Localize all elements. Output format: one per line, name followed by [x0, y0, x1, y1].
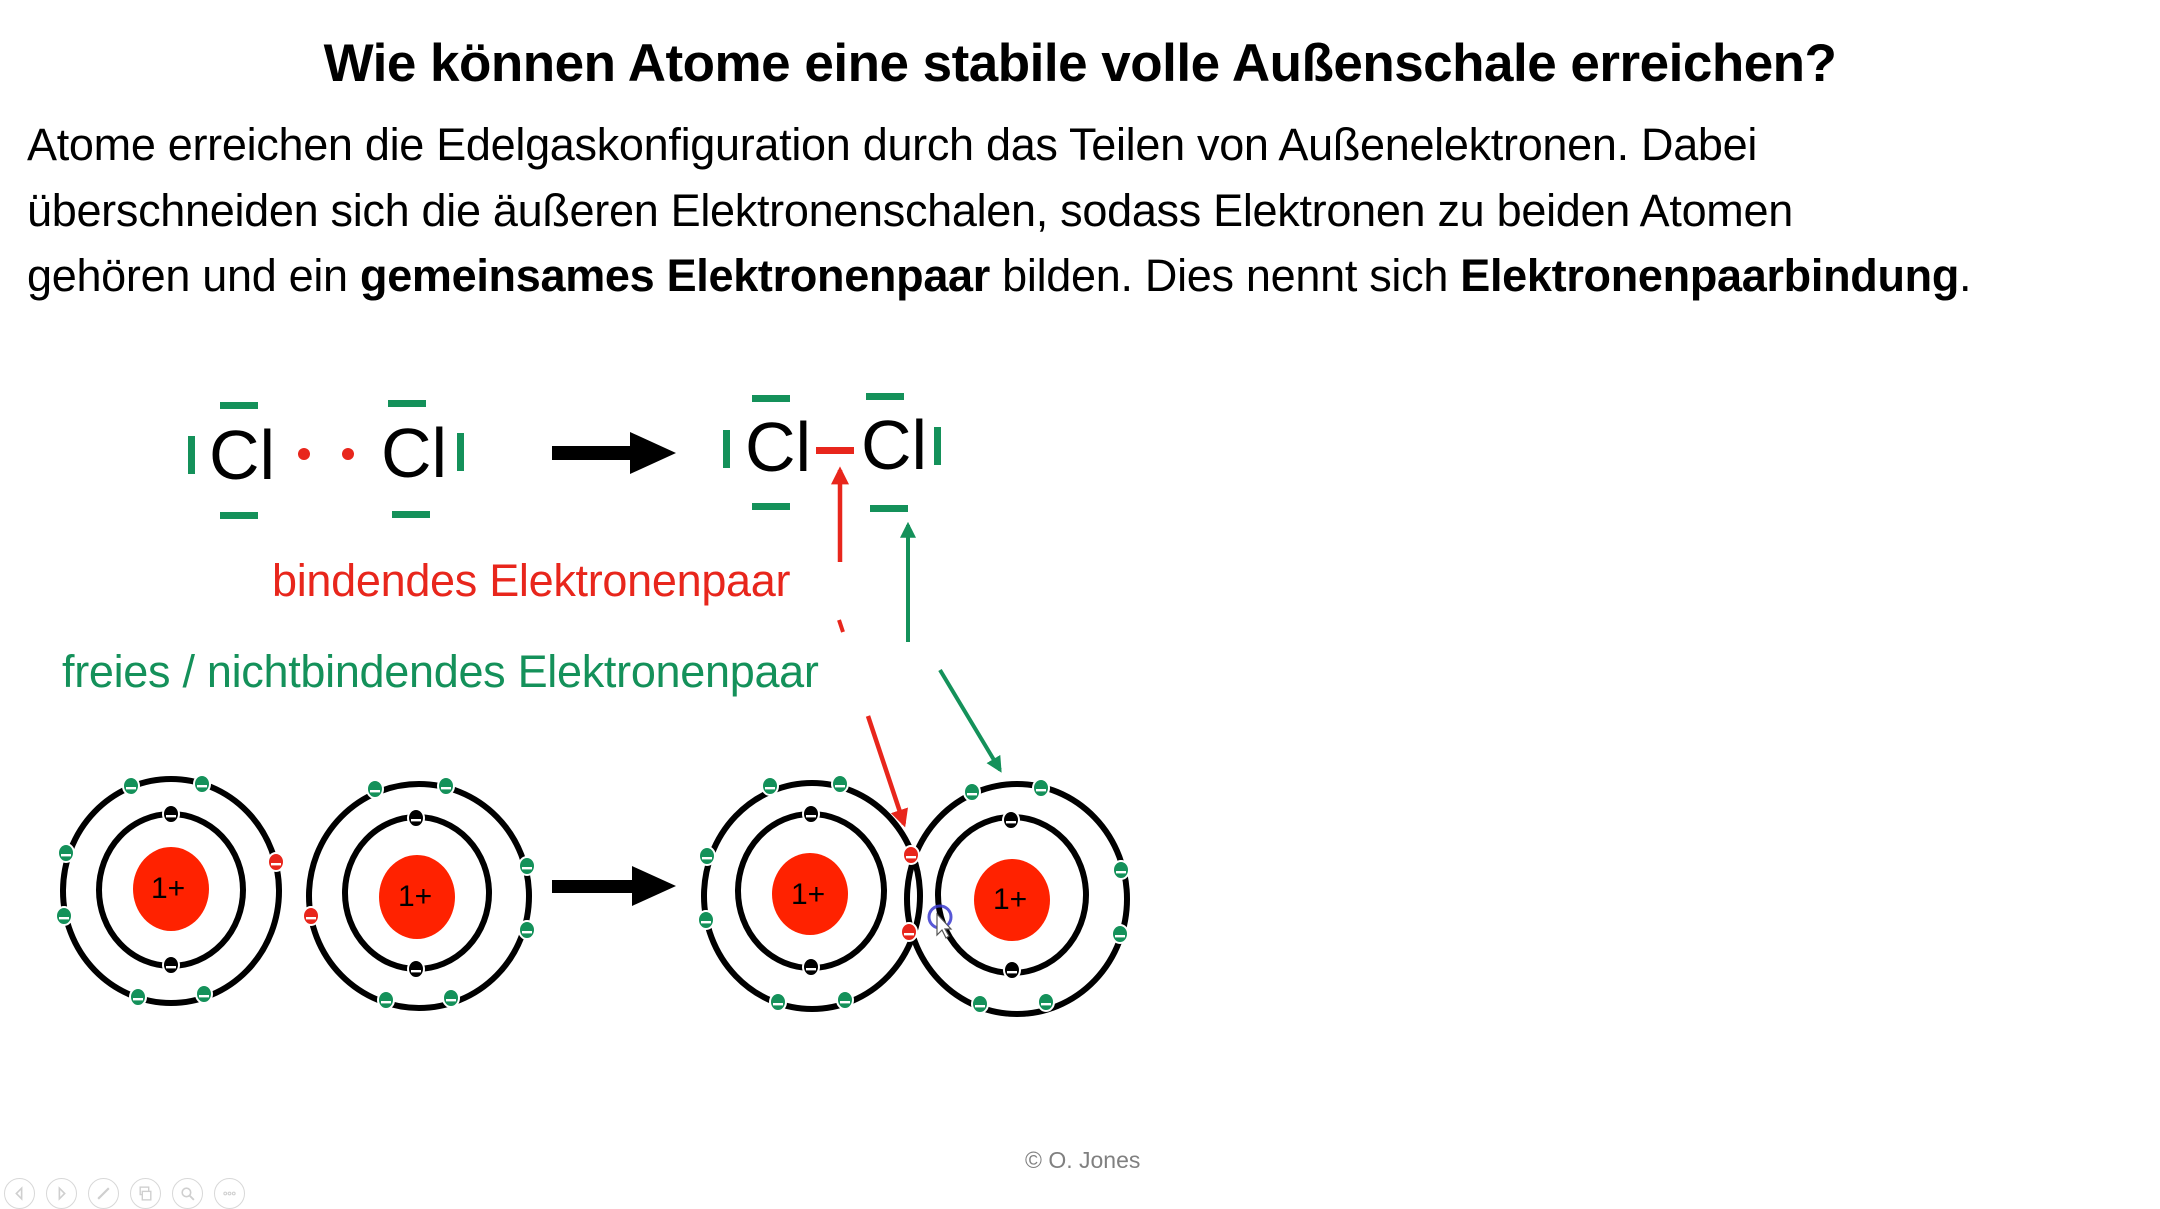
shared-molecule-electrons	[697, 774, 1130, 1014]
nucleus-charge: 1+	[993, 883, 1028, 916]
shared-electron	[902, 845, 920, 865]
slides-icon	[139, 1186, 152, 1201]
nucleus-charge: 1+	[791, 878, 826, 911]
nucleus	[772, 853, 848, 935]
lone-pair-dash	[392, 511, 430, 518]
lone-pair-dash	[723, 430, 730, 468]
lone-pair-arrow-down	[938, 668, 1002, 773]
body-line-3: gehören und ein gemeinsames Elektronenpa…	[27, 248, 1972, 304]
body-text: bilden. Dies nennt sich	[989, 250, 1461, 301]
chlorine-symbol: Cl	[381, 414, 448, 492]
atom-model-4	[904, 781, 1130, 1017]
lone-pair-dash	[220, 402, 258, 409]
magnifier-icon	[181, 1187, 195, 1201]
triangle-left-icon	[15, 1186, 23, 1201]
nucleus-charge: 1+	[151, 872, 186, 905]
triangle-right-icon	[58, 1186, 66, 1201]
lone-pair-dash	[934, 427, 941, 465]
lone-pair-dash	[388, 400, 426, 407]
atom-model-3	[701, 780, 923, 1012]
nucleus-charge: 1+	[398, 880, 433, 913]
single-electron-dot	[298, 448, 310, 460]
previous-slide-button[interactable]	[4, 1178, 35, 1209]
chlorine-symbol: Cl	[861, 406, 928, 484]
body-text: .	[1959, 250, 1972, 301]
lone-pair-dash	[870, 505, 908, 512]
lone-pair-dash	[752, 395, 790, 402]
lone-pair-dash	[752, 503, 790, 510]
shared-electron	[900, 922, 918, 942]
bonding-pair-arrow-down	[865, 715, 908, 828]
lewis-cl-atoms-separate	[188, 400, 464, 519]
pen-tool-button[interactable]	[88, 1178, 119, 1209]
see-all-slides-button[interactable]	[130, 1178, 161, 1209]
nucleus	[379, 855, 455, 939]
slideshow-toolbar	[4, 1178, 245, 1209]
more-options-button[interactable]	[214, 1178, 245, 1209]
nucleus	[133, 847, 209, 931]
nucleus	[974, 859, 1050, 941]
lewis-cl2-molecule	[723, 393, 941, 512]
reaction-arrow-icon	[552, 432, 676, 474]
atom-model-1	[55, 774, 285, 1007]
chlorine-symbol: Cl	[209, 416, 276, 494]
body-line-2: überschneiden sich die äußeren Elektrone…	[27, 185, 1793, 236]
body-line-1: Atome erreichen die Edelgaskonfiguration…	[27, 119, 1758, 170]
lone-pair-dash	[188, 436, 195, 474]
atom-model-2	[302, 776, 536, 1011]
copyright-notice: © O. Jones	[1025, 1147, 1141, 1173]
bonding-pair-label: bindendes Elektronenpaar	[272, 555, 791, 606]
lone-pair-dash	[220, 512, 258, 519]
term-shared-pair: gemeinsames Elektronenpaar	[360, 250, 990, 301]
term-covalent-bond: Elektronenpaarbindung	[1460, 250, 1960, 301]
lone-pair-dash	[457, 433, 464, 471]
lone-pair-label: freies / nichtbindendes Elektronenpaar	[62, 646, 819, 697]
mouse-cursor-icon	[927, 904, 953, 939]
lone-pair-dash	[866, 393, 904, 400]
ellipsis-icon	[223, 1191, 236, 1196]
slide-title: Wie können Atome eine stabile volle Auße…	[323, 34, 1837, 93]
pen-icon	[97, 1187, 110, 1200]
single-electron-dot	[342, 448, 354, 460]
zoom-slide-button[interactable]	[172, 1178, 203, 1209]
bonding-pair-dash	[816, 447, 854, 454]
body-text: gehören und ein	[27, 250, 360, 301]
next-slide-button[interactable]	[46, 1178, 77, 1209]
chlorine-symbol: Cl	[745, 408, 812, 486]
bonding-pair-arrow-fragment	[837, 619, 845, 633]
reaction-arrow-icon	[552, 866, 676, 906]
